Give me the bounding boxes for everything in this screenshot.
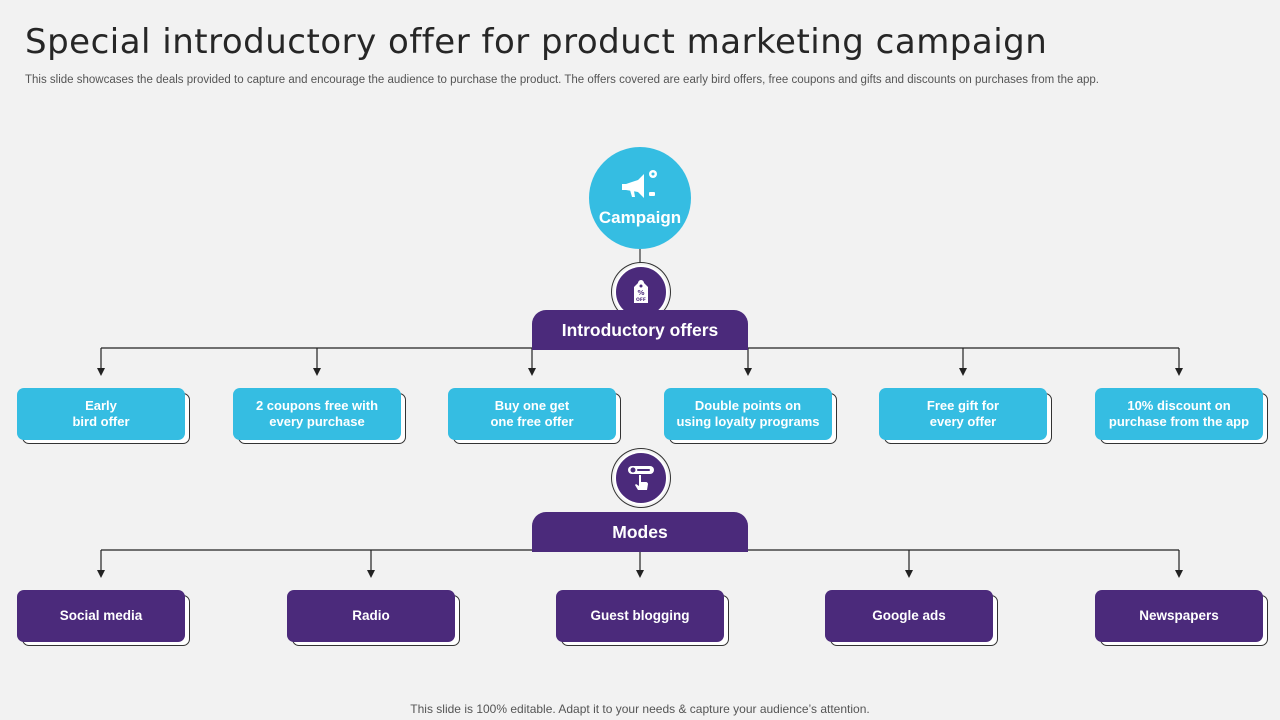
mode-card-label: Guest blogging (556, 590, 724, 642)
offer-card: Buy one get one free offer (448, 388, 622, 444)
mode-card: Newspapers (1095, 590, 1269, 646)
mode-card: Radio (287, 590, 461, 646)
slide-footer: This slide is 100% editable. Adapt it to… (410, 702, 870, 716)
campaign-label: Campaign (598, 208, 682, 227)
svg-text:OFF: OFF (636, 297, 646, 303)
offer-card-label: 2 coupons free with every purchase (233, 388, 401, 440)
touch-toggle-icon (628, 466, 654, 490)
modes-header: Modes (532, 512, 748, 552)
mode-card-label: Google ads (825, 590, 993, 642)
mode-card-label: Social media (17, 590, 185, 642)
discount-tag-icon: % OFF (634, 280, 648, 303)
slide-subtitle: This slide showcases the deals provided … (25, 74, 1099, 86)
offer-card: Early bird offer (17, 388, 191, 444)
offer-card: Double points on using loyalty programs (664, 388, 838, 444)
introductory-offers-header: Introductory offers (532, 310, 748, 350)
offer-card-label: 10% discount on purchase from the app (1095, 388, 1263, 440)
mode-card-label: Radio (287, 590, 455, 642)
offer-card-label: Free gift for every offer (879, 388, 1047, 440)
mode-card: Google ads (825, 590, 999, 646)
mode-card-label: Newspapers (1095, 590, 1263, 642)
mode-card: Guest blogging (556, 590, 730, 646)
offer-card-label: Early bird offer (17, 388, 185, 440)
modes-icon-circle (614, 451, 668, 505)
offer-card: 2 coupons free with every purchase (233, 388, 407, 444)
svg-text:%: % (637, 289, 644, 297)
megaphone-icon (622, 170, 657, 198)
slide-title: Special introductory offer for product m… (25, 22, 1048, 62)
offer-card-label: Double points on using loyalty programs (664, 388, 832, 440)
campaign-node: Campaign (589, 147, 691, 249)
mode-card: Social media (17, 590, 191, 646)
offer-card: 10% discount on purchase from the app (1095, 388, 1269, 444)
offer-card-label: Buy one get one free offer (448, 388, 616, 440)
offer-card: Free gift for every offer (879, 388, 1053, 444)
